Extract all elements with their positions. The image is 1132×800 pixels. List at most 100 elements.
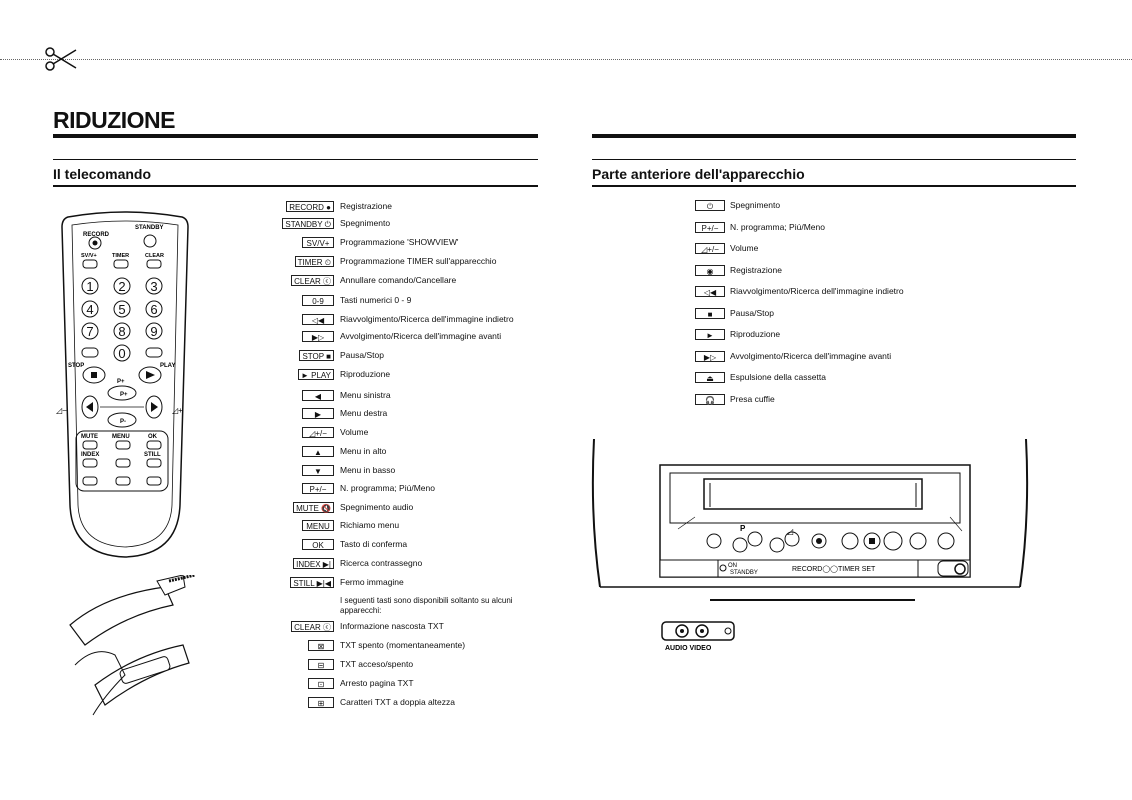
svg-text:P+: P+ (117, 379, 125, 385)
svg-text:◿: ◿ (787, 527, 794, 536)
key-label: ⏻ (695, 200, 725, 211)
svg-text:7: 7 (86, 324, 93, 339)
key-description: TXT acceso/spento (340, 659, 414, 669)
svg-text:CLEAR: CLEAR (145, 253, 164, 259)
key-description: Annullare comando/Cancellare (340, 275, 457, 285)
key-description: Presa cuffie (730, 394, 775, 404)
section-rule-left (53, 159, 538, 160)
key-label: ◁◀ (302, 314, 334, 325)
key-description: Tasti numerici 0 - 9 (340, 295, 412, 305)
key-label: ► PLAY (297, 369, 334, 380)
svg-text:MENU: MENU (112, 434, 130, 440)
battery-insertion-illustration (69, 575, 196, 716)
key-label: ► (695, 329, 725, 340)
svg-text:2: 2 (118, 279, 125, 294)
key-label: STANDBY ⏻ (282, 218, 334, 229)
svg-text:STILL: STILL (144, 452, 161, 458)
svg-text:6: 6 (150, 302, 157, 317)
key-description: Riavvolgimento/Ricerca dell'immagine ind… (730, 286, 904, 296)
txt-note: I seguenti tasti sono disponibili soltan… (340, 596, 513, 615)
svg-text:STANDBY: STANDBY (730, 570, 758, 576)
key-description: Registrazione (730, 265, 782, 275)
key-label: STOP ■ (299, 350, 334, 361)
remote-control-illustration: RECORD STANDBY SV/V+ TIMER CLEAR 1 2 3 4… (56, 211, 189, 558)
key-label: ⊠ (308, 640, 334, 651)
key-label: INDEX ▶| (293, 558, 334, 569)
key-label: ◀ (302, 390, 334, 401)
key-label: ⊡ (308, 678, 334, 689)
audio-video-connector: AUDIO VIDEO (661, 621, 735, 652)
key-description: Informazione nascosta TXT (340, 621, 444, 631)
svg-text:◿+: ◿+ (172, 406, 183, 415)
key-description: Ricerca contrassegno (340, 558, 423, 568)
key-label: MENU (302, 520, 334, 531)
key-description: Caratteri TXT a doppia altezza (340, 697, 455, 707)
svg-text:P+: P+ (120, 392, 128, 398)
key-label: ◿+/− (302, 427, 334, 438)
key-description: Spegnimento audio (340, 502, 414, 512)
svg-text:INDEX: INDEX (81, 452, 99, 458)
key-label: ▶▷ (302, 331, 334, 342)
svg-text:ON: ON (728, 563, 737, 569)
key-description: Richiamo menu (340, 520, 400, 530)
svg-text:0: 0 (118, 346, 125, 361)
key-description: N. programma; Piú/Meno (730, 222, 825, 232)
section-rule-right (592, 159, 1076, 160)
key-label: TIMER ⏲ (294, 256, 334, 267)
key-label: RECORD ● (286, 201, 334, 212)
heading-underline-right (592, 185, 1076, 187)
key-label: ⊞ (308, 697, 334, 708)
key-description: Menu in alto (340, 446, 387, 456)
key-label: ⏏ (695, 372, 725, 383)
scissors-icon (45, 47, 77, 71)
svg-text:RECORD◯◯TIMER SET: RECORD◯◯TIMER SET (792, 565, 876, 573)
svg-text:4: 4 (86, 302, 93, 317)
key-description: Spegnimento (340, 218, 391, 228)
key-description: Riproduzione (340, 369, 391, 379)
cut-line (0, 59, 1132, 60)
key-description: Pausa/Stop (730, 308, 774, 318)
key-label: 🎧 (695, 394, 725, 405)
heading-underline-left (53, 185, 538, 187)
key-label: CLEAR ⓒ (291, 275, 334, 286)
key-description: Volume (340, 427, 369, 437)
key-label: ⊟ (308, 659, 334, 670)
key-description: Arresto pagina TXT (340, 678, 414, 688)
key-label: ▲ (302, 446, 334, 457)
svg-text:P: P (740, 524, 746, 533)
svg-text:MUTE: MUTE (81, 434, 98, 440)
section-heading-front: Parte anteriore dell'apparecchio (592, 166, 805, 182)
svg-text:TIMER: TIMER (112, 253, 129, 259)
key-label: OK (302, 539, 334, 550)
key-label: 0-9 (302, 295, 334, 306)
svg-text:STOP: STOP (68, 363, 84, 369)
key-description: Menu in basso (340, 465, 396, 475)
svg-text:SV/V+: SV/V+ (81, 253, 97, 259)
key-description: Fermo immagine (340, 577, 404, 587)
key-label: ◉ (695, 265, 725, 276)
svg-text:8: 8 (118, 324, 125, 339)
section-heading-remote: Il telecomando (53, 166, 152, 182)
key-label: STILL ▶|◀ (290, 577, 334, 588)
key-label: ◁◀ (695, 286, 725, 297)
audio-video-label: AUDIO VIDEO (665, 645, 712, 652)
key-label: ▶ (302, 408, 334, 419)
key-description: Pausa/Stop (340, 350, 384, 360)
key-label: SV/V+ (302, 237, 334, 248)
key-description: Volume (730, 243, 759, 253)
svg-text:3: 3 (150, 279, 157, 294)
key-description: Menu destra (340, 408, 388, 418)
key-description: Programmazione 'SHOWVIEW' (340, 237, 459, 247)
key-description: Riproduzione (730, 329, 781, 339)
remote-label-record: RECORD (83, 232, 110, 238)
vcr-front-panel-illustration: ON STANDBY RECORD◯◯TIMER SET P ◿ (591, 438, 1029, 601)
svg-text:1: 1 (86, 279, 93, 294)
key-description: Tasto di conferma (340, 539, 408, 549)
svg-text:PLAY: PLAY (160, 363, 175, 369)
key-label: ▶▷ (695, 351, 725, 362)
title-rule-right (592, 134, 1076, 138)
svg-text:OK: OK (148, 434, 158, 440)
page-title: RIDUZIONE (53, 107, 176, 133)
key-label: ◿+/− (695, 243, 725, 254)
key-label: MUTE 🔇 (293, 502, 334, 513)
